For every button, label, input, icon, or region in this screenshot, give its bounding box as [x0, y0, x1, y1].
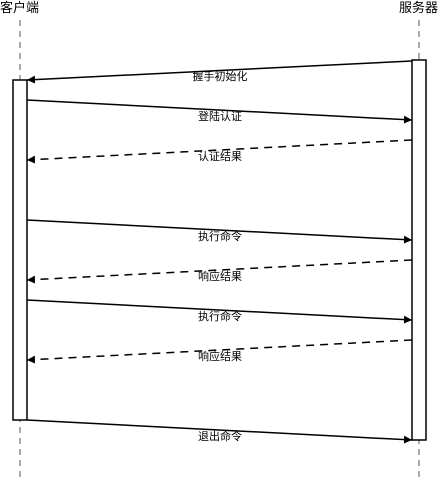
- message-label-2: 登陆认证: [198, 109, 242, 123]
- server-activation-box: [411, 59, 427, 441]
- client-participant-label: 客户端: [0, 1, 40, 16]
- message-label-5: 响应结果: [198, 269, 242, 283]
- message-label-7: 响应结果: [198, 349, 242, 363]
- message-label-1: 握手初始化: [193, 69, 248, 83]
- message-arrow-2: [26, 99, 413, 124]
- message-arrow-1: [26, 60, 413, 84]
- message-label-4: 执行命令: [198, 229, 242, 243]
- client-activation-box: [12, 79, 28, 421]
- server-participant-label: 服务器: [399, 1, 439, 16]
- message-arrow-8: [26, 419, 413, 444]
- message-label-8: 退出命令: [198, 429, 242, 443]
- message-arrow-6: [26, 299, 413, 324]
- message-label-6: 执行命令: [198, 309, 242, 323]
- message-arrow-4: [26, 219, 413, 244]
- messages-group: 握手初始化 登陆认证 认证结果 执行命令 响应结果 执行命令 响应结果 退出命令: [26, 60, 413, 444]
- message-label-3: 认证结果: [198, 150, 242, 163]
